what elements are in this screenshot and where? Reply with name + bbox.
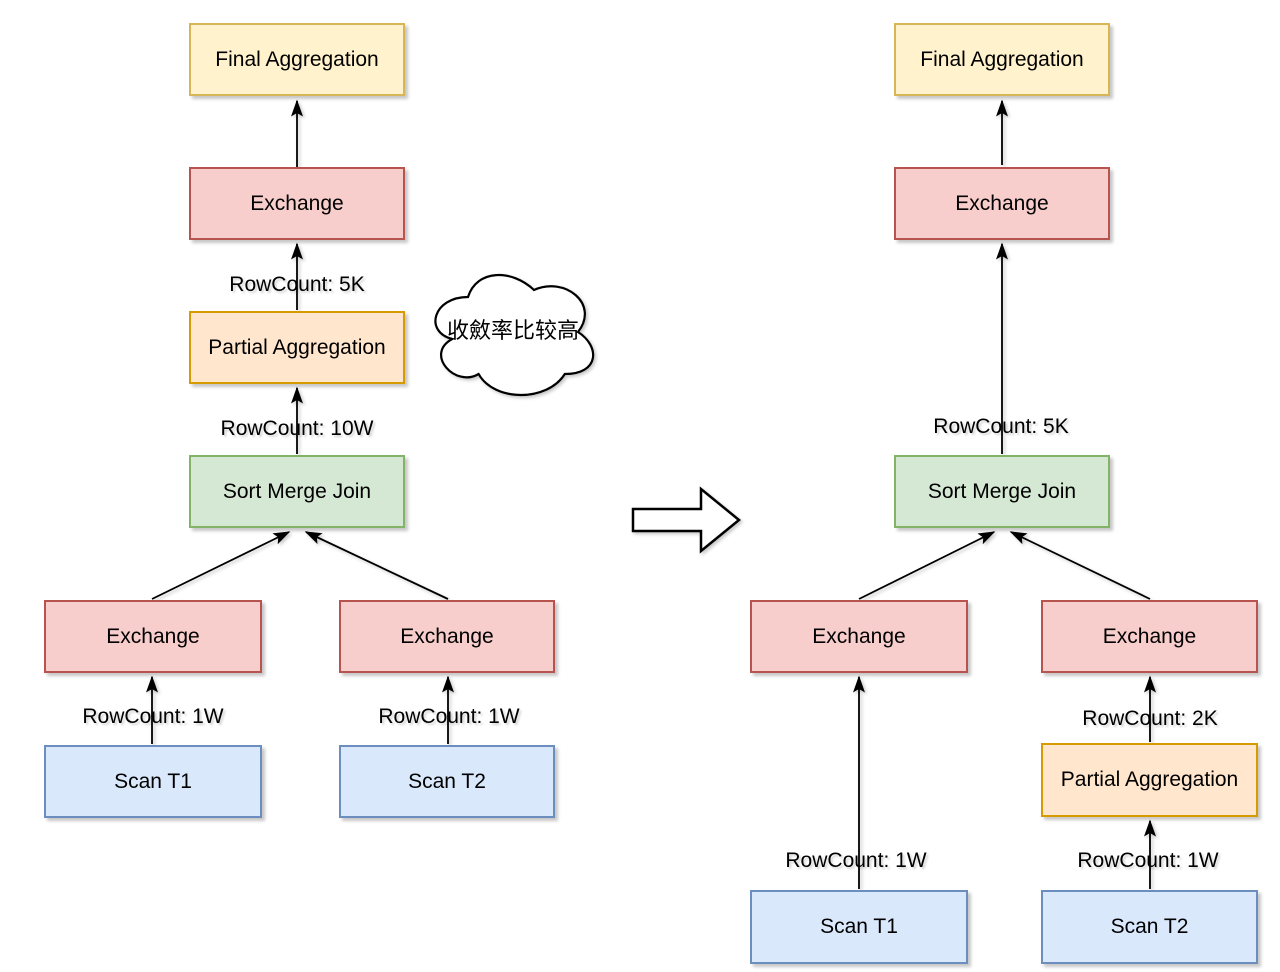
node-partial-aggregation-right: Partial Aggregation — [1041, 743, 1258, 817]
edge-label-rowcount-1w-left-2: RowCount: 1W — [378, 705, 520, 728]
node-scan-t1-left: Scan T1 — [44, 745, 262, 818]
edge-right-exchangeR-to-smj — [1009, 531, 1151, 600]
node-exchange-bottom-right-1: Exchange — [750, 600, 968, 673]
node-final-aggregation-left: Final Aggregation — [189, 23, 405, 96]
edge-left-exchangeR-to-smj — [304, 531, 449, 600]
node-scan-t1-right: Scan T1 — [750, 890, 968, 964]
transform-arrow — [631, 486, 741, 554]
edge-label-rowcount-5k-right: RowCount: 5K — [933, 415, 1069, 438]
edge-label-rowcount-2k-right: RowCount: 2K — [1082, 707, 1218, 730]
edge-label-rowcount-5k-left: RowCount: 5K — [229, 273, 365, 296]
node-final-aggregation-right: Final Aggregation — [894, 23, 1110, 96]
node-scan-t2-left: Scan T2 — [339, 745, 555, 818]
edge-left-exchangeL-to-smj — [151, 531, 291, 600]
cloud-shape — [434, 274, 595, 396]
node-scan-t2-right: Scan T2 — [1041, 890, 1258, 964]
node-sort-merge-join-right: Sort Merge Join — [894, 455, 1110, 528]
edge-label-rowcount-1w-right-1: RowCount: 1W — [785, 849, 927, 872]
node-partial-aggregation-left: Partial Aggregation — [189, 311, 405, 384]
edge-label-rowcount-1w-right-2: RowCount: 1W — [1077, 849, 1219, 872]
node-exchange-top-left: Exchange — [189, 167, 405, 240]
edge-right-exchangeL-to-smj — [858, 531, 996, 600]
node-sort-merge-join-left: Sort Merge Join — [189, 455, 405, 528]
edge-label-rowcount-1w-left-1: RowCount: 1W — [82, 705, 224, 728]
cloud-annotation-text: 收斂率比较高 — [446, 318, 580, 343]
edge-label-rowcount-10w-left: RowCount: 10W — [220, 417, 374, 440]
node-exchange-top-right: Exchange — [894, 167, 1110, 240]
node-exchange-bottom-left-2: Exchange — [339, 600, 555, 673]
node-exchange-bottom-right-2: Exchange — [1041, 600, 1258, 673]
node-exchange-bottom-left-1: Exchange — [44, 600, 262, 673]
